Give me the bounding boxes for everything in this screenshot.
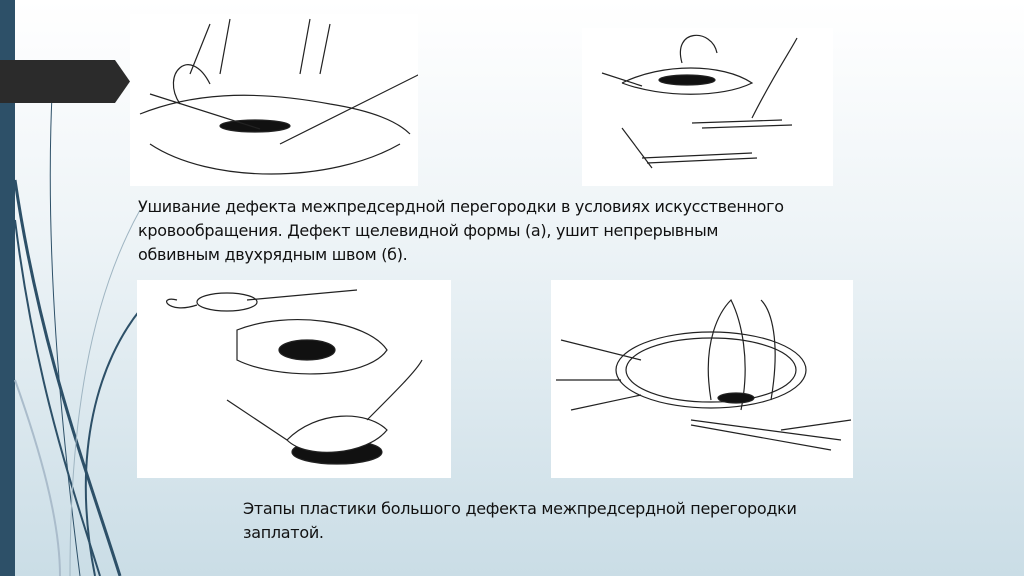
illustration-patch-step-1 <box>137 280 451 478</box>
title-banner <box>0 60 130 103</box>
illustration-asd-suture-a <box>130 14 421 186</box>
caption-bottom: Этапы пластики большого дефекта межпредс… <box>243 497 797 545</box>
illustration-patch-step-2 <box>551 280 853 478</box>
decorative-curves <box>13 94 141 576</box>
caption-bottom-line-1: Этапы пластики большого дефекта межпредс… <box>243 499 797 518</box>
left-accent-bar <box>0 0 15 576</box>
caption-top-line-3: обвивным двухрядным швом (б). <box>138 245 408 264</box>
caption-top-line-1: Ушивание дефекта межпредсердной перегоро… <box>138 197 784 216</box>
caption-bottom-line-2: заплатой. <box>243 523 324 542</box>
caption-top: Ушивание дефекта межпредсердной перегоро… <box>138 195 784 267</box>
illustration-asd-suture-b <box>582 28 833 186</box>
caption-top-line-2: кровообращения. Дефект щелевидной формы … <box>138 221 719 240</box>
